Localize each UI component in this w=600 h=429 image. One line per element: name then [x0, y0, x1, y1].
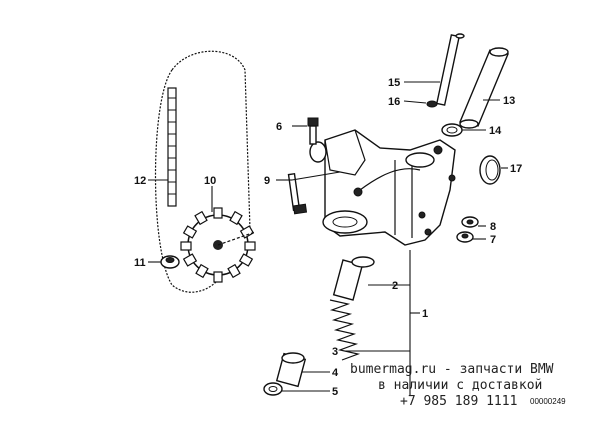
callout-9: 9: [264, 175, 270, 187]
callout-labels: 1 2 3 4 5 6 7 8 9 10 11 12 13 14 15 16 1…: [134, 77, 522, 398]
hex-nut: [456, 231, 474, 243]
watermark-line-1: bumermag.ru - запчасти BMW: [350, 362, 554, 377]
callout-3: 3: [332, 346, 338, 358]
rod: [435, 33, 465, 106]
cap: [263, 382, 283, 396]
callout-1: 1: [422, 308, 428, 320]
collar: [479, 155, 501, 185]
callout-17: 17: [510, 163, 522, 175]
piston: [332, 256, 375, 301]
seal-ring: [441, 123, 463, 137]
oil-pump-body: [309, 129, 456, 246]
callout-11: 11: [134, 257, 146, 269]
callout-4: 4: [332, 367, 339, 379]
washer: [461, 216, 479, 228]
chain-link-detail: [167, 87, 177, 207]
callout-2: 2: [392, 280, 398, 292]
small-bolt: [307, 117, 319, 145]
watermark-line-3: +7 985 189 1111: [400, 394, 517, 409]
callout-8: 8: [490, 221, 496, 233]
callout-6: 6: [276, 121, 282, 133]
callout-15: 15: [388, 77, 400, 89]
callout-12: 12: [134, 175, 146, 187]
watermark: bumermag.ru - запчасти BMW в наличии с д…: [350, 362, 554, 409]
leader-lines: [148, 81, 508, 395]
sleeve: [275, 352, 307, 388]
callout-10: 10: [204, 175, 216, 187]
bolt: [287, 172, 308, 215]
tube: [459, 47, 509, 129]
sprocket: [180, 207, 256, 283]
spring: [329, 299, 361, 361]
watermark-line-2: в наличии с доставкой: [378, 378, 542, 393]
callout-14: 14: [489, 125, 502, 137]
diagram-reference-number: 00000249: [530, 397, 566, 406]
callout-13: 13: [503, 95, 515, 107]
callout-5: 5: [332, 386, 338, 398]
callout-7: 7: [490, 234, 496, 246]
o-ring-small: [426, 100, 438, 108]
timing-chain: [154, 50, 251, 293]
callout-16: 16: [388, 96, 400, 108]
nut: [160, 255, 180, 269]
